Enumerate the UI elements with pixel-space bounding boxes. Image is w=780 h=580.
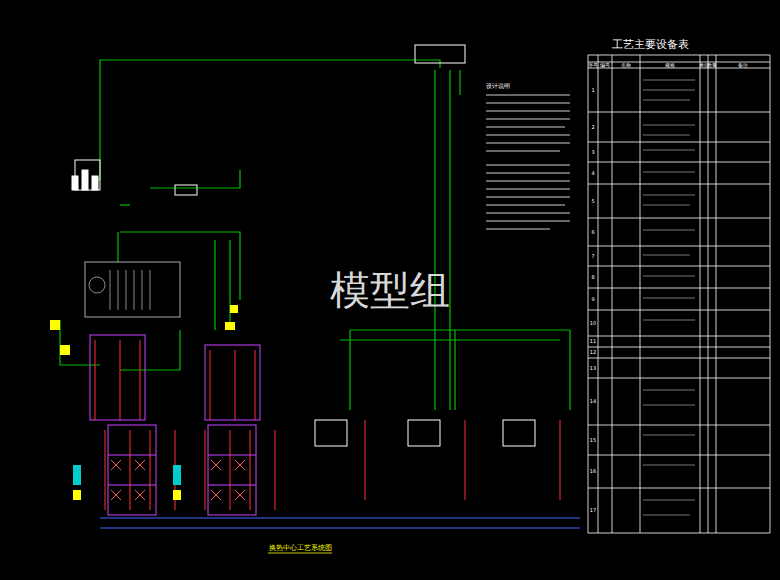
row-number: 16 xyxy=(590,469,596,474)
row-number: 11 xyxy=(590,339,596,344)
row-number: 13 xyxy=(590,366,596,371)
table-header: 规格 xyxy=(665,63,675,68)
row-number: 6 xyxy=(591,230,594,235)
row-number: 4 xyxy=(591,171,594,176)
row-number: 8 xyxy=(591,275,594,280)
table-header: 备注 xyxy=(738,63,748,68)
table-header: 名称 xyxy=(621,63,631,68)
table-title: 工艺主要设备表 xyxy=(612,39,689,50)
row-number: 17 xyxy=(590,508,596,513)
row-number: 1 xyxy=(591,88,594,93)
notes-heading: 设计说明 xyxy=(486,83,510,89)
row-number: 14 xyxy=(590,399,596,404)
row-number: 5 xyxy=(591,199,594,204)
row-number: 10 xyxy=(590,321,596,326)
row-number: 15 xyxy=(590,438,596,443)
table-header: 编号 xyxy=(600,63,610,68)
watermark: 模型组 xyxy=(330,270,450,310)
row-number: 9 xyxy=(591,297,594,302)
row-number: 12 xyxy=(590,350,596,355)
row-number: 3 xyxy=(591,150,594,155)
row-number: 2 xyxy=(591,125,594,130)
table-header: 序号 xyxy=(588,63,598,68)
row-number: 7 xyxy=(591,254,594,259)
table-header: 数量 xyxy=(707,63,717,68)
drawing-caption: 换热中心工艺系统图 xyxy=(269,545,332,552)
